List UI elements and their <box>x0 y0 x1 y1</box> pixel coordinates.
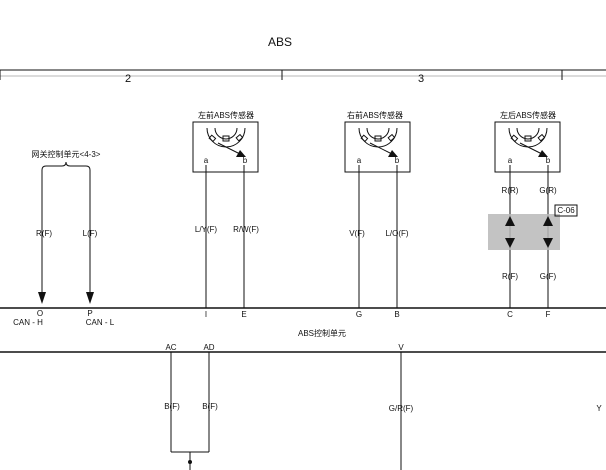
connector-c06: C-06 <box>488 204 578 250</box>
pin-a-label: a <box>204 156 209 165</box>
arrow-can-h <box>38 292 46 304</box>
gateway-wire-2: L(F) <box>83 229 98 238</box>
wire-label-a: R(F) <box>502 272 518 281</box>
control-unit-label: ABS控制单元 <box>298 328 346 338</box>
wire-label-ac: B(F) <box>164 402 180 411</box>
abs-control-unit: ABS控制单元 <box>0 307 606 353</box>
sensor-name: 左前ABS传感器 <box>198 110 254 120</box>
sensor-gear-icon <box>358 127 398 157</box>
gateway-control-unit: 网关控制单元<4-3> R(F) L(F) O P CAN - H CAN - … <box>13 149 115 327</box>
pin-ac: AC <box>165 343 176 352</box>
lower-wiring: AC AD V B(F) B(F) G/R(F) Y <box>164 343 602 470</box>
sensor-gear-icon <box>206 127 246 157</box>
signal-can-h: CAN - H <box>13 318 43 327</box>
pin-g: G <box>356 310 362 319</box>
wire-label-b: G(F) <box>540 272 557 281</box>
pin-o: O <box>37 309 43 318</box>
pin-f: F <box>546 310 551 319</box>
wire-label-a: V(F) <box>349 229 365 238</box>
column-number-3: 3 <box>418 73 424 85</box>
diagram-title: ABS <box>268 35 292 49</box>
sensor-name: 左后ABS传感器 <box>500 110 556 120</box>
pin-b: B <box>394 310 399 319</box>
pin-a-label: a <box>508 156 513 165</box>
sensor-left-front: 左前ABS传感器 a b L/Y(F) R/W(F) I E <box>192 110 259 319</box>
pin-a-label: a <box>357 156 362 165</box>
gateway-wire-1: R(F) <box>36 229 52 238</box>
column-number-2: 2 <box>125 73 131 85</box>
sensor-gear-icon <box>508 127 548 157</box>
pin-e: E <box>241 310 246 319</box>
signal-can-l: CAN - L <box>86 318 115 327</box>
wire-label-b: L/O(F) <box>385 229 408 238</box>
pin-b-label: b <box>546 156 551 165</box>
connector-label: C-06 <box>557 206 575 215</box>
splice-point <box>188 460 192 464</box>
gateway-label: 网关控制单元<4-3> <box>32 149 101 159</box>
pin-ad: AD <box>203 343 214 352</box>
wire-label-a: L/Y(F) <box>195 225 218 234</box>
pin-p: P <box>87 309 92 318</box>
column-ruler: 2 3 <box>0 70 606 85</box>
pin-b-label: b <box>395 156 400 165</box>
pin-b-label: b <box>243 156 248 165</box>
edge-mark: Y <box>596 404 602 413</box>
wire-label-top-a: R(R) <box>502 186 519 195</box>
wire-label-b: R/W(F) <box>233 225 259 234</box>
wire-label-top-b: G(R) <box>539 186 557 195</box>
wire-label-ad: B(F) <box>202 402 218 411</box>
arrow-can-l <box>86 292 94 304</box>
pin-i: I <box>205 310 207 319</box>
sensor-left-rear: 左后ABS传感器 a b R(R) G(R) C-06 R(F) G(F) C <box>488 110 578 319</box>
sensor-right-front: 右前ABS传感器 a b V(F) L/O(F) G B <box>344 110 411 319</box>
pin-v: V <box>398 343 404 352</box>
wire-label-v: G/R(F) <box>389 404 414 413</box>
sensor-name: 右前ABS传感器 <box>347 110 403 120</box>
pin-c: C <box>507 310 513 319</box>
